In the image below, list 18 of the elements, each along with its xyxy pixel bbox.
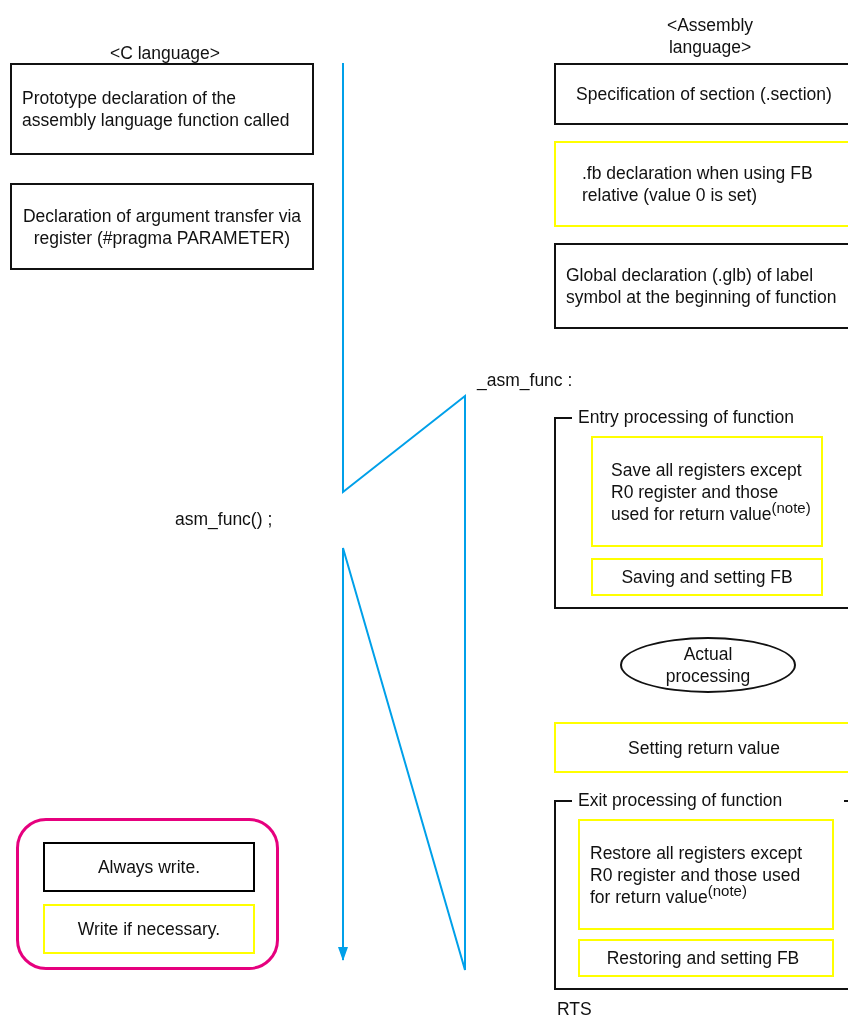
optional-step-box: Restoring and setting FB: [578, 939, 834, 977]
optional-step-box: .fb declaration when using FB relative (value 0 is set): [554, 141, 848, 227]
legend-sample-box: Write if necessary.: [43, 904, 255, 954]
function-label: _asm_func :: [477, 369, 573, 391]
legend-sample-box: Always write.: [43, 842, 255, 892]
column-heading: <Assembly language>: [665, 14, 755, 58]
required-step-box: Global declaration (.glb) of label symbol at the beginning of function: [554, 243, 848, 329]
process-ellipse: Actual processing: [620, 637, 796, 693]
required-step-box: Specification of section (.section): [554, 63, 848, 125]
column-heading: <C language>: [109, 42, 221, 64]
required-step-box: Declaration of argument transfer via register (#pragma PARAMETER): [10, 183, 314, 270]
function-call-text: asm_func() ;: [175, 508, 273, 530]
return-instruction-text: RTS: [557, 998, 592, 1020]
optional-step-box: Save all registers except R0 register and those used for return value$^{(note)}$: [591, 436, 823, 547]
required-step-box: Prototype declaration of the assembly language function called: [10, 63, 314, 155]
optional-step-box: Saving and setting FB: [591, 558, 823, 596]
optional-step-box: Restore all registers except R0 register and those used for return value$^{(note)}$: [578, 819, 834, 930]
optional-step-box: Setting return value: [554, 722, 848, 773]
